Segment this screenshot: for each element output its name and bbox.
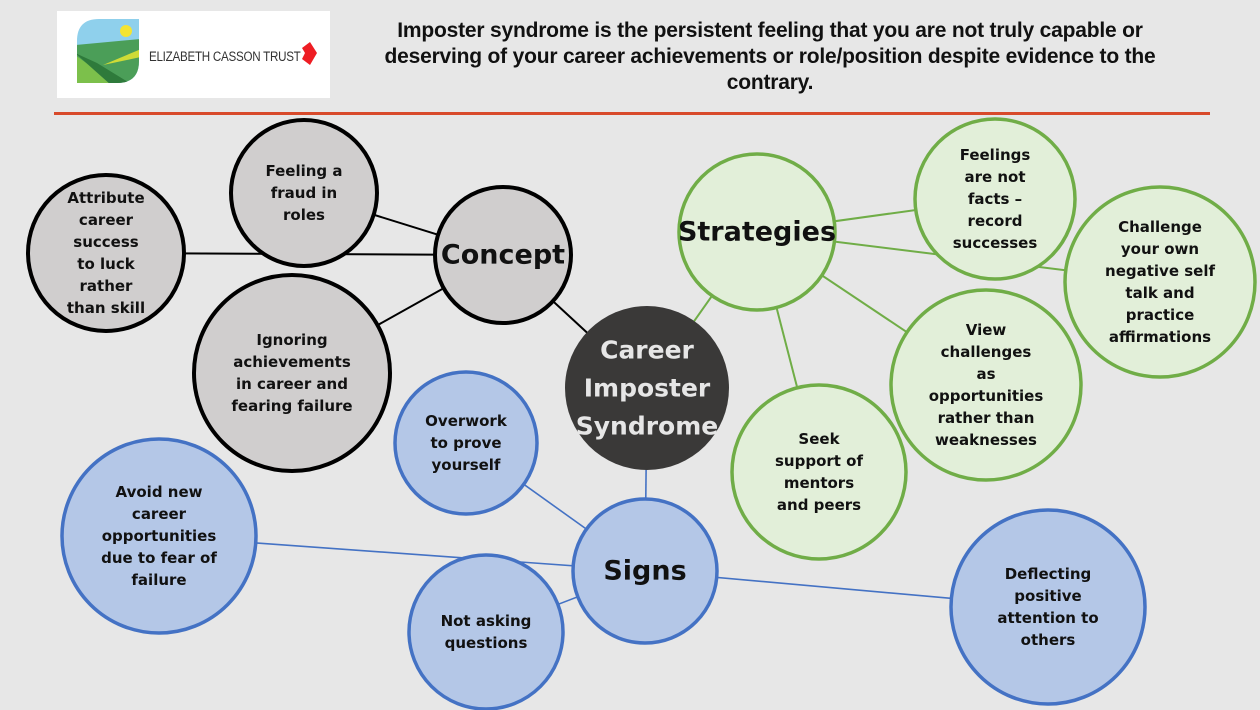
node-ignoring-achievements-circle bbox=[192, 273, 392, 473]
node-not-asking: Not asking questions bbox=[407, 553, 565, 710]
node-ignoring-achievements: Ignoring achievements in career and fearing… bbox=[192, 273, 392, 473]
node-overwork-label-line: to prove bbox=[430, 434, 501, 452]
node-ignoring-achievements-label-line: fearing failure bbox=[231, 397, 352, 415]
hub-signs: Signs bbox=[571, 497, 719, 645]
center-topic-label-line: Imposter bbox=[584, 374, 711, 403]
red-chevron-icon bbox=[302, 42, 317, 65]
node-avoid-opportunities-label-line: failure bbox=[131, 571, 186, 589]
node-seek-support-label-line: Seek bbox=[798, 430, 840, 448]
node-view-challenges-label-line: View bbox=[966, 321, 1007, 339]
node-view-challenges-label-line: opportunities bbox=[929, 387, 1044, 405]
node-view-challenges-label-line: challenges bbox=[941, 343, 1032, 361]
node-challenge-self-talk-label-line: practice bbox=[1126, 306, 1195, 324]
landscape-leaf-logo-icon bbox=[77, 19, 317, 83]
center-topic-circle bbox=[565, 306, 729, 470]
node-ignoring-achievements-label-line: in career and bbox=[236, 375, 348, 393]
node-deflecting-label-line: positive bbox=[1014, 587, 1081, 605]
node-avoid-opportunities-circle bbox=[60, 437, 258, 635]
node-avoid-opportunities-label-line: opportunities bbox=[102, 527, 217, 545]
hub-concept-circle bbox=[433, 185, 573, 325]
node-attribute-luck-label-line: success bbox=[73, 233, 138, 251]
logo: ELIZABETH CASSON TRUST bbox=[57, 11, 330, 98]
node-deflecting-label-line: Deflecting bbox=[1005, 565, 1092, 583]
hub-strategies-label-line: Strategies bbox=[678, 217, 836, 248]
node-seek-support-label-line: support of bbox=[775, 452, 863, 470]
node-feeling-fraud-circle bbox=[229, 118, 379, 268]
node-feelings-not-facts-circle bbox=[913, 117, 1077, 281]
node-deflecting-label-line: attention to bbox=[997, 609, 1098, 627]
node-feelings-not-facts-label-line: record bbox=[968, 212, 1023, 230]
node-view-challenges: View challenges as opportunities rather than… bbox=[889, 288, 1083, 482]
node-seek-support-label-line: and peers bbox=[777, 496, 861, 514]
page-headline: Imposter syndrome is the persistent feel… bbox=[384, 19, 1156, 94]
node-overwork-label-line: Overwork bbox=[425, 412, 508, 430]
node-attribute-luck: Attribute career success to luck rather than … bbox=[26, 173, 186, 333]
node-attribute-luck-label-line: rather bbox=[80, 277, 134, 295]
node-feelings-not-facts-label-line: facts – bbox=[968, 190, 1022, 208]
node-seek-support-circle bbox=[730, 383, 908, 561]
node-feeling-fraud: Feeling a fraud in roles bbox=[229, 118, 379, 268]
hub-signs-label-line: Signs bbox=[603, 556, 686, 587]
node-ignoring-achievements-label-line: achievements bbox=[233, 353, 351, 371]
node-challenge-self-talk-label-line: your own bbox=[1121, 240, 1199, 258]
node-avoid-opportunities-label-line: due to fear of bbox=[101, 549, 217, 567]
node-challenge-self-talk-label-line: affirmations bbox=[1109, 328, 1211, 346]
center-topic-label-line: Career bbox=[600, 336, 694, 365]
node-overwork: Overwork to prove yourself bbox=[393, 370, 539, 516]
node-view-challenges-label-line: rather than bbox=[938, 409, 1035, 427]
hub-strategies-circle bbox=[677, 152, 837, 312]
node-challenge-self-talk: Challenge your own negative self talk and pr… bbox=[1063, 185, 1257, 379]
center-topic-label-line: Syndrome bbox=[576, 412, 719, 441]
node-deflecting-circle bbox=[949, 508, 1147, 706]
node-feeling-fraud-label-line: roles bbox=[283, 206, 325, 224]
node-challenge-self-talk-label-line: negative self bbox=[1105, 262, 1215, 280]
node-attribute-luck-label-line: to luck bbox=[77, 255, 135, 273]
mind-map-nodes: Feeling a fraud in roles Attribute career suc… bbox=[26, 117, 1257, 710]
node-not-asking-circle bbox=[407, 553, 565, 710]
node-feelings-not-facts: Feelings are not facts – record successes bbox=[913, 117, 1077, 281]
hub-concept: Concept bbox=[433, 185, 573, 325]
node-attribute-luck-label-line: Attribute bbox=[67, 189, 144, 207]
header-divider bbox=[54, 112, 1210, 115]
node-seek-support: Seek support of mentors and peers bbox=[730, 383, 908, 561]
logo-wordmark: ELIZABETH CASSON TRUST bbox=[149, 49, 301, 64]
node-not-asking-label-line: questions bbox=[445, 634, 528, 652]
node-not-asking-label-line: Not asking bbox=[441, 612, 532, 630]
node-feelings-not-facts-label-line: successes bbox=[953, 234, 1038, 252]
node-feeling-fraud-label-line: Feeling a bbox=[265, 162, 342, 180]
hub-strategies: Strategies bbox=[677, 152, 837, 312]
node-avoid-opportunities: Avoid new career opportunities due to fear … bbox=[60, 437, 258, 635]
node-avoid-opportunities-label-line: career bbox=[132, 505, 187, 523]
node-attribute-luck-label-line: than skill bbox=[67, 299, 145, 317]
node-feelings-not-facts-label-line: Feelings bbox=[960, 146, 1031, 164]
node-deflecting: Deflecting positive attention to others bbox=[949, 508, 1147, 706]
node-overwork-label-line: yourself bbox=[432, 456, 501, 474]
node-avoid-opportunities-label-line: Avoid new bbox=[116, 483, 203, 501]
node-feeling-fraud-label-line: fraud in bbox=[271, 184, 338, 202]
node-view-challenges-label-line: weaknesses bbox=[935, 431, 1037, 449]
node-deflecting-label-line: others bbox=[1021, 631, 1076, 649]
node-view-challenges-label-line: as bbox=[976, 365, 995, 383]
node-challenge-self-talk-label-line: Challenge bbox=[1118, 218, 1202, 236]
hub-concept-label-line: Concept bbox=[441, 240, 565, 271]
node-feelings-not-facts-label-line: are not bbox=[964, 168, 1025, 186]
node-view-challenges-circle bbox=[889, 288, 1083, 482]
node-attribute-luck-circle bbox=[26, 173, 186, 333]
node-challenge-self-talk-label-line: talk and bbox=[1125, 284, 1194, 302]
node-attribute-luck-label-line: career bbox=[79, 211, 134, 229]
node-seek-support-label-line: mentors bbox=[784, 474, 854, 492]
node-ignoring-achievements-label-line: Ignoring bbox=[256, 331, 327, 349]
hub-signs-circle bbox=[571, 497, 719, 645]
node-overwork-circle bbox=[393, 370, 539, 516]
node-challenge-self-talk-circle bbox=[1063, 185, 1257, 379]
